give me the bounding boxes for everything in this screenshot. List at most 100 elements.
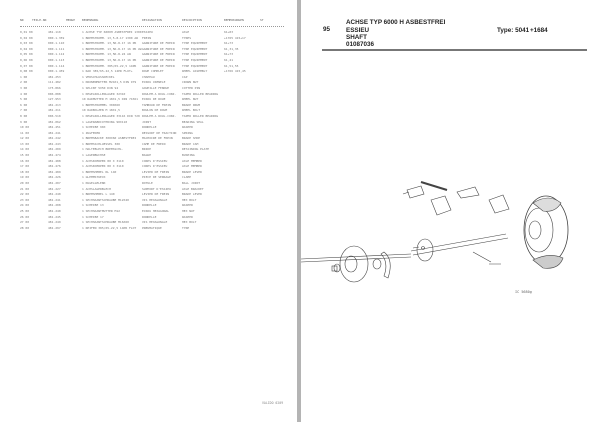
cell-part: 481.241 xyxy=(48,197,61,202)
cell-part: 481.241 xyxy=(48,130,61,135)
cell-remarks: 61,51,55 xyxy=(224,63,239,68)
cell-pos: 24 00 xyxy=(20,203,30,208)
cell-designation: CORPS D'ESSIEU xyxy=(142,158,168,163)
col-designation: DESIGNATION xyxy=(142,18,162,22)
cell-description: SPRING xyxy=(182,130,193,135)
cell-benennung: 1 BREMSTROMM. 13,5R-8-17 16 PR AW xyxy=(82,46,142,51)
cell-benennung: 1 KUGELGELENK xyxy=(82,181,106,186)
cell-description: WHEEL NUT xyxy=(182,97,199,102)
cell-part: 000.1.359 xyxy=(48,35,65,40)
diagram-reference: IC 5680g xyxy=(515,290,532,294)
cell-part: 481.227 xyxy=(48,186,61,191)
cell-description: WHEEL BOLT xyxy=(182,108,201,113)
cell-part: 481.489 xyxy=(48,169,61,174)
cell-benennung: 1 LAGERBUCHSE xyxy=(82,153,106,158)
cell-part: 481.474 xyxy=(48,153,61,158)
cell-designation: BAGUE xyxy=(142,153,152,158)
cell-pos: 15 00 xyxy=(20,153,30,158)
cell-remarks: +1766 415,45 xyxy=(224,69,246,74)
brake-drum xyxy=(331,245,369,283)
cell-designation: GARNITURE DE FREIN xyxy=(142,63,175,68)
cell-designation: GOUPILLE FENDUE xyxy=(142,85,170,90)
col-part-no: TEILE-NR xyxy=(32,18,47,22)
cell-pos: 14 00 xyxy=(20,147,30,152)
cell-benennung: 10 RADBOLZEN M 18X1,5 xyxy=(82,108,120,113)
cell-pos: 12 00 xyxy=(20,136,30,141)
cell-designation: SUPPORT D'ESSIEU xyxy=(142,186,171,191)
cell-benennung: 1 SCHEIBE 17 xyxy=(82,214,104,219)
cell-description: RETAINING PLATE xyxy=(182,147,210,152)
cell-designation: ROUE COMPLET xyxy=(142,69,164,74)
cell-description: TYRE xyxy=(182,225,190,230)
cell-description: WHEEL ASSEMBLY xyxy=(182,69,208,74)
title-fr: ESSIEU xyxy=(346,27,370,34)
cell-description: CROWN NUT xyxy=(182,80,199,85)
cell-benennung: 1 ACHSE TYP 6000H ASBESTFREI 1300 xyxy=(82,30,142,34)
cell-pos: 17 00 xyxy=(20,164,30,169)
cell-description: BRAKE LEVER xyxy=(182,192,202,197)
figure-number: 95 xyxy=(323,26,331,33)
cell-pos: 0,08 00 xyxy=(20,69,33,74)
type-serial: +1684 xyxy=(530,27,548,34)
cell-designation: JOINT xyxy=(142,119,152,124)
cell-description: TAPER ROLLER BEARING xyxy=(182,113,219,118)
cell-part: 481.208 xyxy=(48,203,61,208)
cell-description: TYRE EQUIPMENT xyxy=(182,57,208,62)
cell-pos: 9 00 xyxy=(20,119,28,124)
cell-pos: 0,05 00 xyxy=(20,52,33,57)
cell-part: 481.476 xyxy=(48,164,61,169)
cell-remarks: 61,31,35 xyxy=(224,46,239,51)
cell-designation: CORPS D'ESSIEU xyxy=(142,164,168,169)
bearing xyxy=(372,258,382,270)
cell-pos: 18 00 xyxy=(20,169,30,174)
exploded-axle-diagram xyxy=(301,181,569,283)
cell-benennung: 1 BREMSTROMMEL 300X60 xyxy=(82,102,120,107)
cell-part: 481.249 xyxy=(48,220,61,225)
cell-benennung: 1 REIFEN 385/65-22,5 14PR FLOT xyxy=(82,225,137,230)
cell-benennung: 1 SCHEIBE 90X xyxy=(82,125,106,130)
cell-pos: 16 00 xyxy=(20,158,30,163)
cell-benennung: 1 SECHSKANTMUTTER M12 xyxy=(82,209,120,213)
cell-description: BRAKE DRUM xyxy=(182,102,201,107)
cell-designation: PIECE DE SERRAGE xyxy=(142,175,171,180)
cell-designation: GARNITURE DE FREIN xyxy=(142,46,175,51)
cell-benennung: 1 BREMSTROMM. 13,5R-8-24 AW xyxy=(82,52,131,57)
bracket-mid xyxy=(430,195,452,216)
cell-part: 481.207 xyxy=(48,181,61,186)
cell-designation: ECROU CRENELE xyxy=(142,80,166,85)
cell-benennung: 1 KRONENMUTTER M24X1,5 DIN 979 xyxy=(82,80,137,85)
cell-part: 481.213 xyxy=(48,102,61,107)
cell-description: BALL JOINT xyxy=(182,181,201,186)
header-rule xyxy=(20,26,284,27)
cell-part: 127.953 xyxy=(48,97,61,102)
cell-pos: 3 00 xyxy=(20,85,28,90)
cell-benennung: 1 SECHSKANTSCHRAUBE M16X60 xyxy=(82,220,129,225)
cell-part: 481.245 xyxy=(48,214,61,219)
cell-part: 000.1.113 xyxy=(48,57,65,62)
axle-shaft xyxy=(301,233,509,263)
cell-description: BRAKE SHOE xyxy=(182,136,201,141)
cell-pos: 19 00 xyxy=(20,175,30,180)
cell-designation: RONDELLE xyxy=(142,203,157,208)
cell-benennung: 1 BREMSTROMM. 13,5R-8-17 16 PR xyxy=(82,57,137,62)
col-st: ST xyxy=(260,18,264,22)
cell-remarks: 61+03 xyxy=(224,30,234,34)
cell-benennung: 1 LAGERABDICHTRING 90X110 xyxy=(82,119,128,124)
cell-pos: 10 00 xyxy=(20,125,30,130)
